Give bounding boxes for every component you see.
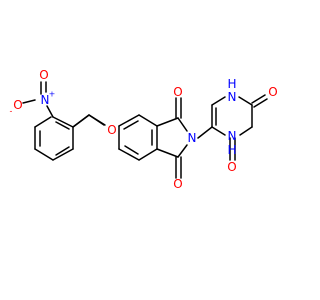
atom-n-nitro: N [41,93,50,107]
atom-o-nitro-top: O [39,68,48,82]
atom-h-ring-1: H [227,77,236,91]
charge-plus: + [49,90,56,99]
nitro-group [22,81,54,118]
atom-o-imide-top: O [173,85,182,99]
isoindole-benzene-ring [88,114,158,161]
imide-ring [156,97,188,179]
charge-minus: - [10,107,13,116]
atom-n-ring-3: N [228,129,237,143]
atom-h-ring-3: H [227,143,236,157]
atom-o-imide-bottom: O [173,177,182,191]
atom-n-ring-1: N [228,90,237,104]
molecule-diagram: N + O O - O O O N N H N H O O [10,68,278,191]
atom-o-nitro-minus: O [13,98,22,112]
structure-canvas: N + O O - O O O N N H N H O O [10,68,278,191]
atom-o-pyr-2: O [268,85,277,99]
atom-n-imide: N [188,131,197,145]
nitrophenyl-ring [34,116,74,161]
atom-o-pyr-4: O [227,160,236,174]
pyrimidine-ring [211,94,268,161]
n-pyrimidine-bond [197,126,213,139]
atom-o-ether: O [107,123,116,137]
